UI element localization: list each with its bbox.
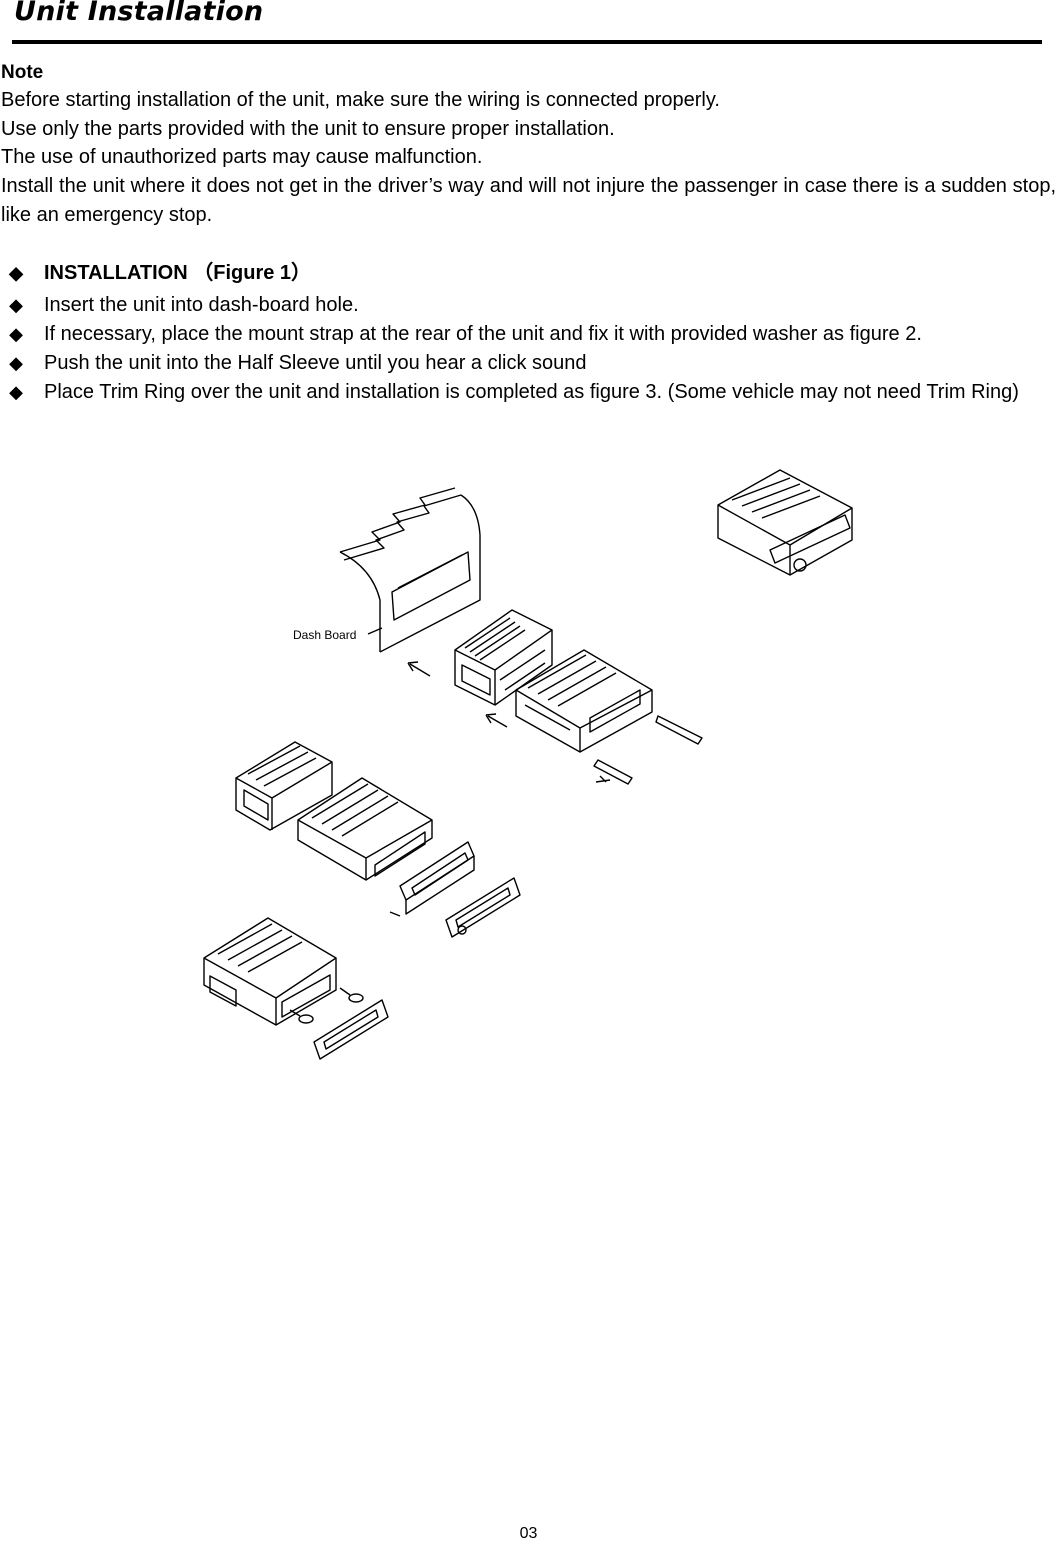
note-line: Install the unit where it does not get i… (1, 175, 1056, 226)
front-panel-illustration (313, 999, 389, 1060)
page-title: Unit Installation (14, 0, 264, 27)
diamond-bullet-icon: ◆ (9, 263, 23, 283)
note-line: Before starting installation of the unit… (1, 89, 720, 111)
installation-step: ◆ Place Trim Ring over the unit and inst… (6, 378, 1056, 407)
trim-ring-illustration (389, 841, 475, 917)
diamond-bullet-icon: ◆ (9, 295, 23, 315)
washer-illustration (289, 987, 364, 1024)
mount-strap-illustration (593, 715, 703, 785)
installation-diagram: Dash Board (203, 469, 853, 1060)
front-panel-illustration (445, 877, 521, 938)
completed-unit-illustration (203, 917, 337, 1026)
step-text: Place Trim Ring over the unit and instal… (44, 381, 1019, 403)
installation-step: ◆ Push the unit into the Half Sleeve unt… (6, 349, 1056, 378)
half-sleeve-illustration (454, 609, 553, 706)
diamond-bullet-icon: ◆ (9, 324, 23, 344)
insert-arrow-icon (407, 661, 431, 677)
diamond-bullet-icon: ◆ (9, 382, 23, 402)
step-text: Push the unit into the Half Sleeve until… (44, 352, 587, 374)
assembled-unit-illustration (717, 469, 853, 576)
step-text: If necessary, place the mount strap at t… (44, 323, 922, 345)
title-rule (12, 40, 1042, 44)
dash-board-illustration: Dash Board (293, 487, 481, 653)
figure-reference: （Figure 1） (193, 262, 312, 284)
page-number: 03 (519, 1525, 538, 1542)
installation-step: ◆ If necessary, place the mount strap at… (6, 320, 1056, 349)
insert-arrow-icon (485, 713, 508, 728)
sleeve-unit-illustration (235, 741, 333, 831)
installation-heading-text: INSTALLATION (44, 262, 188, 284)
dash-board-label: Dash Board (293, 628, 356, 642)
note-line: The use of unauthorized parts may cause … (1, 146, 483, 169)
radio-unit-illustration (297, 777, 433, 881)
note-line: Use only the parts provided with the uni… (1, 117, 615, 140)
installation-heading: ◆ INSTALLATION （Figure 1） (6, 259, 1056, 288)
diamond-bullet-icon: ◆ (9, 353, 23, 373)
note-section: Note Before starting installation of the… (1, 60, 1056, 230)
note-heading: Note (1, 62, 44, 83)
radio-unit-illustration (515, 649, 653, 753)
step-text: Insert the unit into dash-board hole. (44, 294, 359, 316)
installation-steps: ◆ INSTALLATION （Figure 1） ◆ Insert the u… (6, 259, 1056, 407)
installation-step: ◆ Insert the unit into dash-board hole. (6, 291, 1056, 320)
